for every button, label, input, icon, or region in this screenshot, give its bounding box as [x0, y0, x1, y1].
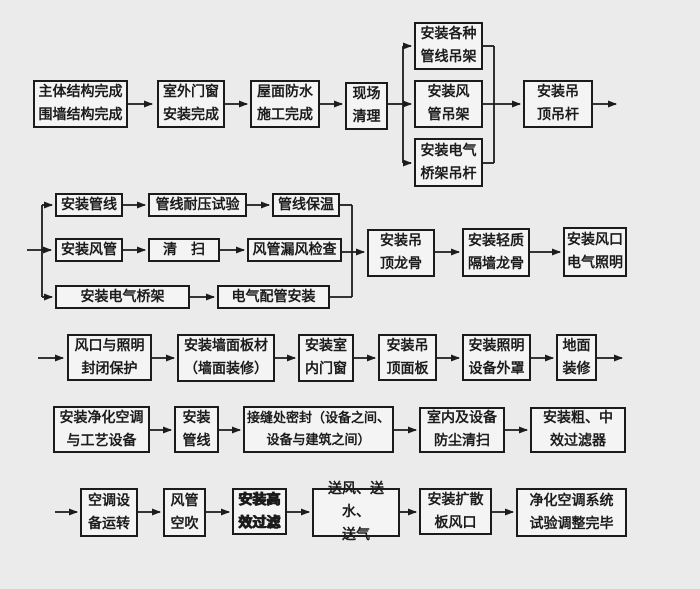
- node-purification-system-complete: 净化空调系统 试验调整完毕: [516, 488, 627, 537]
- node-indoor-equipment-dust-clean: 室内及设备 防尘清扫: [419, 407, 505, 453]
- node-interior-doors: 安装室 内门窗: [298, 334, 354, 382]
- node-install-pipelines-2: 安装 管线: [174, 406, 219, 453]
- node-duct-air-blow: 风管 空吹: [163, 488, 206, 537]
- node-hepa-filter-install: 安装高 效过滤: [232, 488, 287, 535]
- node-lighting-equipment-covers: 安装照明 设备外罩: [462, 334, 531, 381]
- node-ceiling-keel: 安装吊 顶龙骨: [367, 229, 435, 277]
- node-install-pipelines: 安装管线: [55, 193, 123, 217]
- node-exterior-door-window-done: 室外门窗 安装完成: [157, 80, 225, 128]
- node-outlet-lighting-protection: 风口与照明 封闭保护: [67, 334, 152, 381]
- node-main-structure-complete: 主体结构完成 围墙结构完成: [33, 80, 128, 128]
- node-roof-waterproof-done: 屋面防水 施工完成: [250, 80, 320, 128]
- node-duct-hangers: 安装风 管吊架: [414, 80, 483, 128]
- node-seam-sealing: 接缝处密封（设备之间、 设备与建筑之间）: [243, 406, 394, 453]
- node-diffuser-plate-outlet: 安装扩散 板风口: [419, 488, 492, 535]
- node-various-pipeline-hangers: 安装各种 管线吊架: [414, 22, 483, 70]
- node-install-ducts: 安装风管: [55, 238, 123, 262]
- node-coarse-medium-filters: 安装粗、中 效过滤器: [530, 407, 626, 453]
- node-pipeline-pressure-test: 管线耐压试验: [148, 193, 247, 217]
- node-install-cable-tray: 安装电气桥架: [55, 285, 190, 309]
- node-ceiling-panels: 安装吊 顶面板: [378, 334, 437, 381]
- node-ceiling-rods: 安装吊 顶吊杆: [523, 80, 593, 128]
- node-lightweight-partition-keel: 安装轻质 隔墙龙骨: [462, 228, 530, 277]
- node-site-cleanup: 现场 清理: [345, 82, 388, 130]
- node-ac-equipment-operation: 空调设 备运转: [80, 488, 138, 537]
- node-air-water-gas-supply: 送风、送水、 送气: [312, 481, 400, 543]
- node-pipeline-insulation: 管线保温: [272, 193, 340, 217]
- node-outlet-electric-lighting: 安装风口 电气照明: [563, 227, 627, 277]
- node-duct-sweep: 清 扫: [148, 238, 220, 262]
- node-duct-leak-check: 风管漏风检查: [247, 238, 342, 262]
- node-floor-decoration: 地面 装修: [556, 334, 597, 381]
- node-wall-panels: 安装墙面板材 （墙面装修）: [177, 334, 275, 382]
- node-electric-conduit-install: 电气配管安装: [217, 285, 330, 309]
- node-clean-ac-process-equipment: 安装净化空调 与工艺设备: [53, 406, 150, 453]
- node-cable-tray-rods: 安装电气 桥架吊杆: [414, 138, 483, 187]
